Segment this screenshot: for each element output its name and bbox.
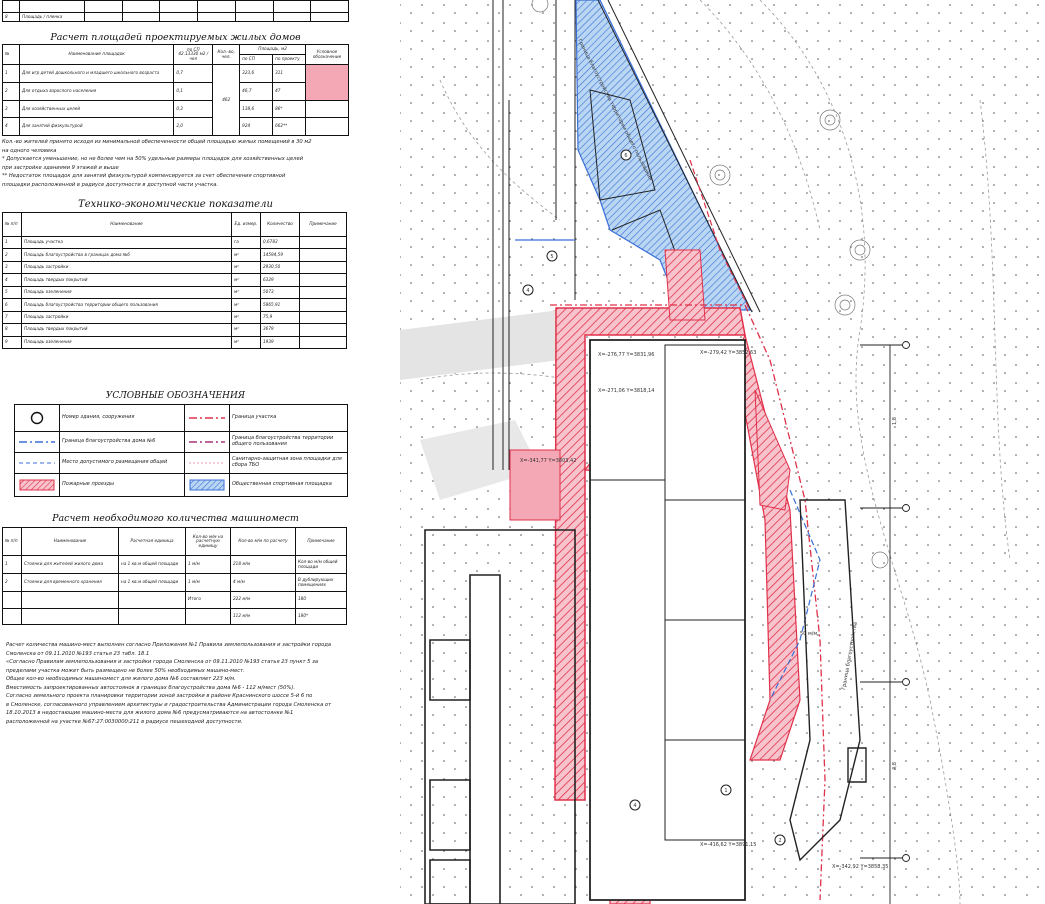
building-number-markers bbox=[522, 149, 786, 846]
parking-label: 50 м/м bbox=[800, 631, 817, 637]
building-label-5: 4 bbox=[633, 803, 636, 809]
legend-sanitary-zone-icon bbox=[189, 462, 225, 464]
dim-texts: 1,8 4,8 50 м/м bbox=[800, 417, 898, 770]
building-number-texts: 1 6 5 4 4 2 bbox=[526, 153, 781, 844]
svg-text:4,8: 4,8 bbox=[892, 762, 898, 770]
svg-text:X=-341,77 Y=3803,42: X=-341,77 Y=3803,42 bbox=[520, 458, 576, 464]
tep-table-title: Технико-экономические показатели bbox=[78, 199, 273, 210]
sport-ground bbox=[575, 0, 751, 311]
parking-notes: Расчет количества машино-мест выполнен с… bbox=[6, 642, 332, 725]
areas-table: № Наименование площадок по СП 42.13330 м… bbox=[2, 44, 349, 136]
road-lines bbox=[492, 0, 576, 470]
right-building bbox=[789, 499, 861, 862]
building-label-4: 4 bbox=[526, 288, 529, 294]
terrain-shade bbox=[400, 310, 560, 380]
legend-boundary-red-icon bbox=[189, 417, 225, 419]
legend-sport-ground-icon bbox=[189, 479, 225, 491]
sport-ground-inner bbox=[589, 0, 761, 313]
boundary-red bbox=[550, 304, 826, 901]
small-building bbox=[847, 747, 867, 783]
building-main-inner bbox=[664, 344, 746, 841]
building-main-sections bbox=[590, 479, 745, 741]
building-label-6: 2 bbox=[778, 838, 781, 844]
legend-boundary-blue-icon bbox=[19, 440, 55, 443]
legend-number-icon bbox=[30, 411, 44, 424]
boundary-red-2 bbox=[689, 159, 751, 311]
terrain-shade-2 bbox=[420, 420, 540, 500]
legend-title: УСЛОВНЫЕ ОБОЗНАЧЕНИЯ bbox=[105, 391, 246, 401]
boundary-blue bbox=[769, 489, 821, 701]
parking-table-title: Расчет необходимого количества машиномес… bbox=[52, 513, 299, 524]
coordinate-texts: X=-276,77 Y=3831,96 X=-279,42 Y=3852,63 … bbox=[520, 350, 888, 870]
svg-text:X=-276,77 Y=3831,96: X=-276,77 Y=3831,96 bbox=[598, 352, 654, 358]
svg-text:X=-271,06 Y=3818,14: X=-271,06 Y=3818,14 bbox=[598, 388, 654, 394]
svg-text:X=-342,92 Y=3858,35: X=-342,92 Y=3858,35 bbox=[832, 864, 888, 870]
legend-fire-lane-icon bbox=[19, 479, 55, 491]
dimension-line bbox=[860, 341, 910, 904]
building-label-2: 6 bbox=[624, 153, 627, 159]
areas-notes: Кол.-во жителей принято исходя из минима… bbox=[2, 139, 312, 188]
svg-text:X=-416,62 Y=3891,15: X=-416,62 Y=3891,15 bbox=[700, 842, 756, 848]
legend-waste-place-icon bbox=[19, 462, 55, 464]
building-label-1: 1 bbox=[724, 788, 727, 794]
svg-text:1,8: 1,8 bbox=[892, 417, 898, 425]
areas-table-title: Расчет площадей проектируемых жилых домо… bbox=[50, 32, 301, 43]
trees bbox=[531, 0, 889, 569]
svg-text:X=-279,42 Y=3852,63: X=-279,42 Y=3852,63 bbox=[700, 350, 756, 356]
legend-boundary-purple-icon bbox=[189, 440, 225, 443]
neighbor-buildings bbox=[424, 529, 576, 904]
building-label-3: 5 bbox=[550, 254, 553, 260]
legend-table: Номер здания, сооружения Граница участка… bbox=[14, 404, 348, 498]
